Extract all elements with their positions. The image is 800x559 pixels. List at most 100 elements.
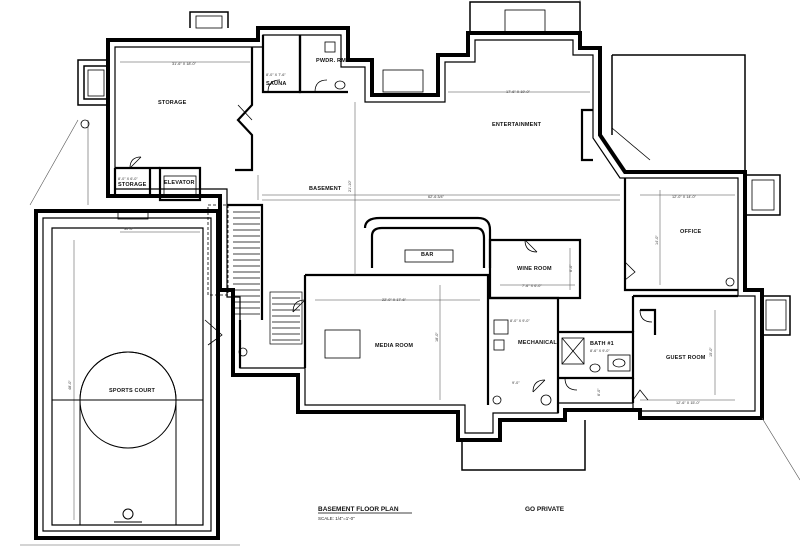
exterior-wall-main [106,26,764,442]
exterior-walls [34,26,764,540]
dim-basement-len: 62'-6 3/4" [428,195,445,199]
window-well-left-a [77,59,108,106]
wall-elevator [158,166,202,202]
exterior-wall-sports-court [34,209,220,540]
dim-wine-w: 7'-6" X 6'-0" [522,284,542,288]
dim-sports-court-w: 30'-0" [124,227,134,231]
window-well-top-mid [469,1,581,33]
vanity-bath [607,354,631,372]
window-top-a [504,9,546,33]
door-wine-room [524,239,538,253]
window-wells [77,1,791,471]
mechanical-unit-2 [493,339,505,351]
inner-wall-lines [42,34,756,532]
dimension-lines [73,61,735,520]
elevator-cab [163,175,197,197]
window-left [87,69,105,97]
dim-office-h: 14'-0" [655,235,659,245]
media-platform [324,329,361,359]
doors [129,79,653,401]
wall-office [623,178,738,292]
door-guest [632,389,649,401]
window-right-b [765,299,787,331]
label-bath: BATH #1 [590,341,614,347]
sports-court-markings [52,351,203,525]
water-heater-1 [492,395,502,405]
dim-storage-small: 8'-0" X 6'-0" [118,177,138,181]
inner-wall-main [114,34,756,434]
dim-sports-court-h: 48'-0" [68,380,72,390]
dim-office-w: 12'-0" X 14'-0" [672,195,697,199]
shower-bath [561,337,585,365]
window-well-top-left [189,11,229,28]
toilet-powder [324,41,336,53]
plan-note: GO PRIVATE [525,506,565,513]
label-guest-room: GUEST ROOM [666,355,706,361]
court-boundary [51,227,204,526]
wall-media-room [305,273,490,405]
dim-mechanical-2: 9'-0" [512,381,520,385]
door-mechanical [532,379,546,393]
door-storage-small [129,156,142,169]
sump [80,119,90,129]
floor-drain [238,347,248,357]
water-heater-2 [540,394,552,406]
wall-guest [631,294,738,403]
wall-bar [363,216,492,268]
bar-counter [370,226,486,268]
sink-powder [334,80,346,90]
label-media-room: MEDIA ROOM [375,343,413,349]
wall-bath [558,330,635,380]
label-elevator: ELEVATOR [164,180,195,186]
mechanical-unit-1 [493,319,509,335]
fixtures [80,9,787,406]
interior-walls [113,35,738,413]
label-storage-small: STORAGE [118,182,147,188]
stair-handrail [207,204,229,296]
wall-powder [298,35,348,94]
dim-media-w: 22'-0" X 17'-6" [382,298,407,302]
door-sauna [267,79,281,93]
label-sports-court: SPORTS COURT [109,388,156,394]
sump-right [725,277,735,287]
door-office [624,261,636,281]
dim-entertainment: 17'-6" X 19'-0" [506,90,531,94]
dim-bath-h: 6'-0" [597,388,601,396]
plan-title: BASEMENT FLOOR PLAN [318,506,399,513]
label-sauna: SAUNA [266,81,287,87]
wall-mechanical [488,296,560,413]
door-storage [237,104,253,136]
label-office: OFFICE [680,229,701,235]
door-powder [314,79,328,93]
wall-wine-room [488,238,582,300]
stair-lower-outline [269,291,303,345]
label-basement: BASEMENT [309,186,342,192]
toilet-bath [589,363,601,373]
dim-storage: 31'-6" X 18'-0" [172,62,197,66]
door-ent-right [611,127,651,161]
dim-wine-h: 6'-0" [569,264,573,272]
dim-media-h: 18'-0" [435,332,439,342]
inner-wall-sports-court [42,217,212,532]
dim-basement-h: 21'-10" [348,180,352,192]
door-guest-closet [639,309,653,323]
title-block: BASEMENT FLOOR PLAN SCALE: 1/4"=1'-0" GO… [318,506,565,521]
wall-stair [227,203,264,368]
dim-mechanical-1: 8'-0" X 9'-0" [510,319,530,323]
window-right-a [751,179,775,211]
door-media [292,299,306,313]
door-stair-landing [204,319,223,346]
fireplace [580,108,593,162]
label-storage: STORAGE [158,100,187,106]
door-entertainment [237,104,253,121]
stairs [233,211,260,315]
label-entertainment: ENTERTAINMENT [492,122,542,128]
label-mechanical: MECHANICAL [518,340,557,346]
window-well-bottom [461,420,586,471]
dim-bath: 8'-6" X 9'-0" [590,349,610,353]
label-wine-room: WINE ROOM [517,266,552,272]
wall-guest-closet [640,308,657,335]
window-well-left-b [83,65,108,100]
